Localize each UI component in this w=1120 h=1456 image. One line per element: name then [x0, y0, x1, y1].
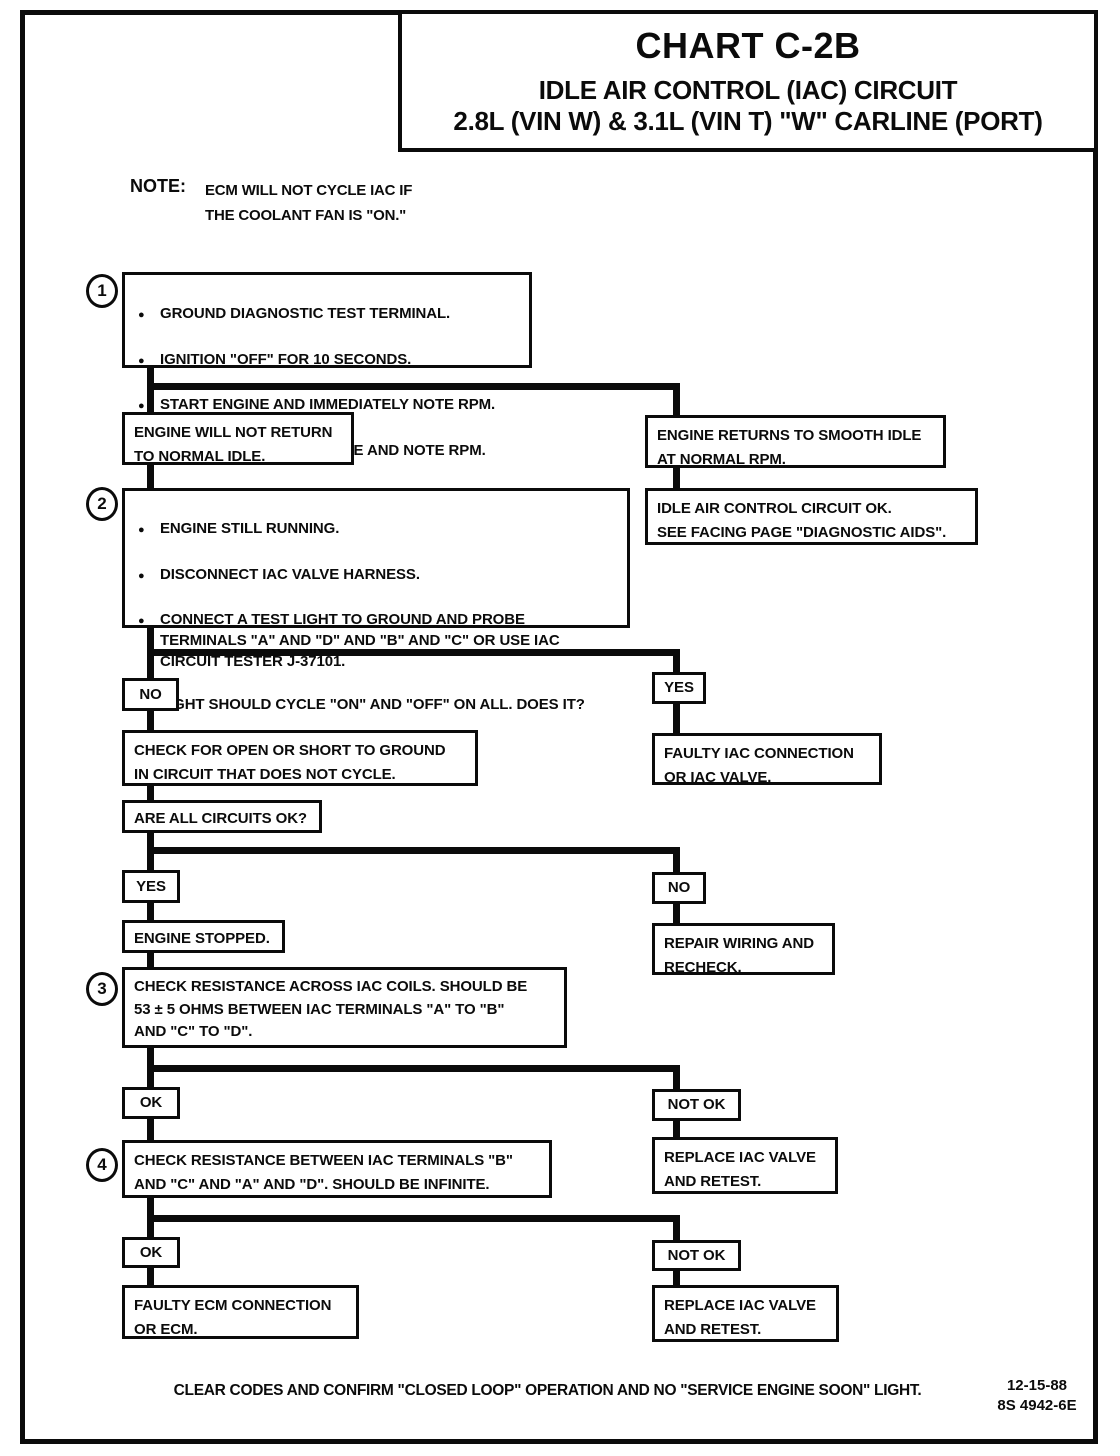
- no-branch-label: NO: [122, 678, 179, 711]
- flow-connector: [673, 1215, 680, 1242]
- engine-returns-box: ENGINE RETURNS TO SMOOTH IDLE AT NORMAL …: [645, 415, 946, 468]
- step-2-item: ENGINE STILL RUNNING.: [160, 520, 340, 538]
- bullet-icon: ●: [138, 308, 145, 321]
- no-branch-label: NO: [652, 872, 706, 904]
- chart-subtitle-1: IDLE AIR CONTROL (IAC) CIRCUIT: [538, 74, 958, 105]
- bullet-icon: ●: [138, 569, 145, 582]
- bullet-icon: ●: [138, 400, 145, 413]
- flow-connector: [147, 847, 680, 854]
- iac-circuit-ok-box: IDLE AIR CONTROL CIRCUIT OK. SEE FACING …: [645, 488, 978, 545]
- flow-connector: [147, 462, 154, 490]
- bullet-icon: ●: [138, 524, 145, 537]
- faulty-ecm-box: FAULTY ECM CONNECTION OR ECM.: [122, 1285, 359, 1339]
- bullet-icon: ●: [138, 614, 145, 627]
- step-1-box: ● GROUND DIAGNOSTIC TEST TERMINAL. ● IGNIT…: [122, 272, 532, 459]
- yes-branch-label: YES: [652, 672, 706, 704]
- step-number: 3: [97, 979, 107, 998]
- replace-iac-valve-box: REPLACE IAC VALVE AND RETEST.: [652, 1285, 839, 1342]
- document-number-block: 12-15-88 8S 4942-6E: [982, 1376, 1092, 1417]
- step-2-item: CONNECT A TEST LIGHT TO GROUND AND PROBE…: [160, 610, 560, 671]
- flow-connector: [673, 902, 680, 925]
- footer-instruction: CLEAR CODES AND CONFIRM "CLOSED LOOP" OP…: [173, 1382, 922, 1399]
- step-1-item: GROUND DIAGNOSTIC TEST TERMINAL.: [160, 304, 451, 322]
- yes-branch-label: YES: [122, 870, 180, 903]
- flow-connector: [147, 950, 154, 969]
- step-2-item: DISCONNECT IAC VALVE HARNESS.: [160, 565, 420, 583]
- step-2-box: ● ENGINE STILL RUNNING. ● DISCONNECT IAC V…: [122, 488, 630, 713]
- flow-connector: [147, 783, 154, 802]
- chart-subtitle-2: 2.8L (VIN W) & 3.1L (VIN T) "W" CARLINE …: [453, 106, 1043, 136]
- flow-connector: [673, 702, 680, 735]
- check-open-short-box: CHECK FOR OPEN OR SHORT TO GROUND IN CIR…: [122, 730, 478, 786]
- chart-id: CHART C-2B: [635, 24, 861, 66]
- note-text: ECM WILL NOT CYCLE IAC IF THE COOLANT FA…: [205, 182, 413, 224]
- flow-connector: [147, 1065, 680, 1072]
- replace-iac-valve-box: REPLACE IAC VALVE AND RETEST.: [652, 1137, 838, 1194]
- flow-connector: [147, 1215, 680, 1222]
- step-number: 4: [97, 1155, 107, 1174]
- step-1-item: START ENGINE AND IMMEDIATELY NOTE RPM.: [160, 396, 496, 414]
- title-box: CHART C-2B IDLE AIR CONTROL (IAC) CIRCUI…: [398, 10, 1098, 152]
- document-date: 12-15-88: [1006, 1377, 1068, 1394]
- flow-connector: [673, 1119, 680, 1139]
- not-ok-branch-label: NOT OK: [652, 1240, 741, 1271]
- flow-connector: [673, 1269, 680, 1287]
- step-number-badge: 3: [86, 972, 118, 1006]
- flow-connector: [673, 383, 680, 417]
- step-number: 1: [97, 281, 107, 300]
- step-number: 2: [97, 494, 107, 513]
- step-3-box: CHECK RESISTANCE ACROSS IAC COILS. SHOUL…: [122, 967, 567, 1048]
- flow-connector: [673, 847, 680, 874]
- faulty-iac-box: FAULTY IAC CONNECTION OR IAC VALVE.: [652, 733, 882, 786]
- note-label: NOTE:: [130, 176, 186, 196]
- step-number-badge: 4: [86, 1148, 118, 1182]
- engine-not-return-box: ENGINE WILL NOT RETURN TO NORMAL IDLE.: [122, 412, 354, 465]
- flow-connector: [673, 1065, 680, 1092]
- flow-connector: [147, 366, 154, 414]
- bullet-icon: ●: [138, 354, 145, 367]
- circuits-ok-question-box: ARE ALL CIRCUITS OK?: [122, 800, 322, 833]
- not-ok-branch-label: NOT OK: [652, 1089, 741, 1121]
- ok-branch-label: OK: [122, 1237, 180, 1268]
- engine-stopped-box: ENGINE STOPPED.: [122, 920, 285, 953]
- flow-connector: [147, 709, 154, 732]
- flow-connector: [147, 1117, 154, 1142]
- flow-connector: [147, 383, 680, 390]
- step-4-box: CHECK RESISTANCE BETWEEN IAC TERMINALS "…: [122, 1140, 552, 1198]
- flow-connector: [147, 901, 154, 922]
- flow-connector: [673, 649, 680, 675]
- document-number: 8S 4942-6E: [997, 1397, 1077, 1415]
- flow-connector: [147, 1266, 154, 1287]
- step-2-item: LIGHT SHOULD CYCLE "ON" AND "OFF" ON ALL…: [160, 696, 585, 714]
- ok-branch-label: OK: [122, 1087, 180, 1119]
- flow-connector: [673, 465, 680, 490]
- step-number-badge: 2: [86, 487, 118, 521]
- repair-wiring-box: REPAIR WIRING AND RECHECK.: [652, 923, 835, 976]
- flow-connector: [147, 649, 680, 656]
- step-number-badge: 1: [86, 274, 118, 308]
- step-1-item: IGNITION "OFF" FOR 10 SECONDS.: [160, 350, 412, 368]
